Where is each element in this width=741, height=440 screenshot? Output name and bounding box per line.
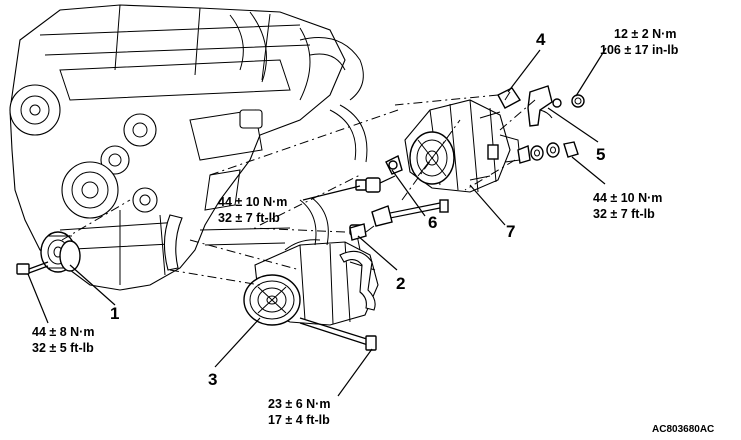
torque-label-compressor-bolt: 23 ± 6 N·m 17 ± 4 ft-lb [268, 397, 330, 427]
callout-1: 1 [110, 304, 119, 323]
torque-imperial: 32 ± 7 ft-lb [593, 207, 655, 221]
hose-4 [497, 87, 522, 109]
alternator-bolt-6 [355, 154, 403, 193]
engine-block [9, 4, 368, 291]
washers-nut [517, 141, 579, 164]
callout-4: 4 [536, 30, 546, 49]
ac-compressor-bolt [299, 317, 377, 351]
torque-label-pipe-nut: 12 ± 2 N·m 106 ± 17 in-lb [600, 27, 679, 57]
idler-pulley [40, 231, 81, 273]
ac-compressor [243, 197, 379, 326]
callout-6: 6 [428, 213, 437, 232]
idler-pulley-bolt [16, 261, 49, 275]
torque-metric: 44 ± 10 N·m [593, 191, 662, 205]
leader-lines [27, 47, 607, 397]
torque-label-alternator-nut: 44 ± 10 N·m 32 ± 7 ft-lb [593, 191, 662, 221]
callout-3: 3 [208, 370, 217, 389]
figure-code: AC803680AC [652, 424, 714, 435]
torque-metric: 23 ± 6 N·m [268, 397, 330, 411]
torque-label-pulley-bolt: 44 ± 8 N·m 32 ± 5 ft-lb [32, 325, 94, 355]
alternator [404, 99, 521, 193]
torque-imperial: 32 ± 7 ft-lb [218, 211, 280, 225]
torque-imperial: 106 ± 17 in-lb [600, 43, 679, 57]
torque-label-alternator-bolt: 44 ± 10 N·m 32 ± 7 ft-lb [218, 195, 287, 225]
torque-metric: 44 ± 8 N·m [32, 325, 94, 339]
bracket-2 [349, 205, 393, 241]
torque-metric: 12 ± 2 N·m [614, 27, 676, 41]
callout-7: 7 [506, 222, 515, 241]
torque-metric: 44 ± 10 N·m [218, 195, 287, 209]
torque-imperial: 17 ± 4 ft-lb [268, 413, 330, 427]
callout-5: 5 [596, 145, 605, 164]
pipe-5 [527, 85, 585, 127]
callout-2: 2 [396, 274, 405, 293]
alignment-lines [61, 94, 536, 286]
torque-imperial: 32 ± 5 ft-lb [32, 341, 94, 355]
